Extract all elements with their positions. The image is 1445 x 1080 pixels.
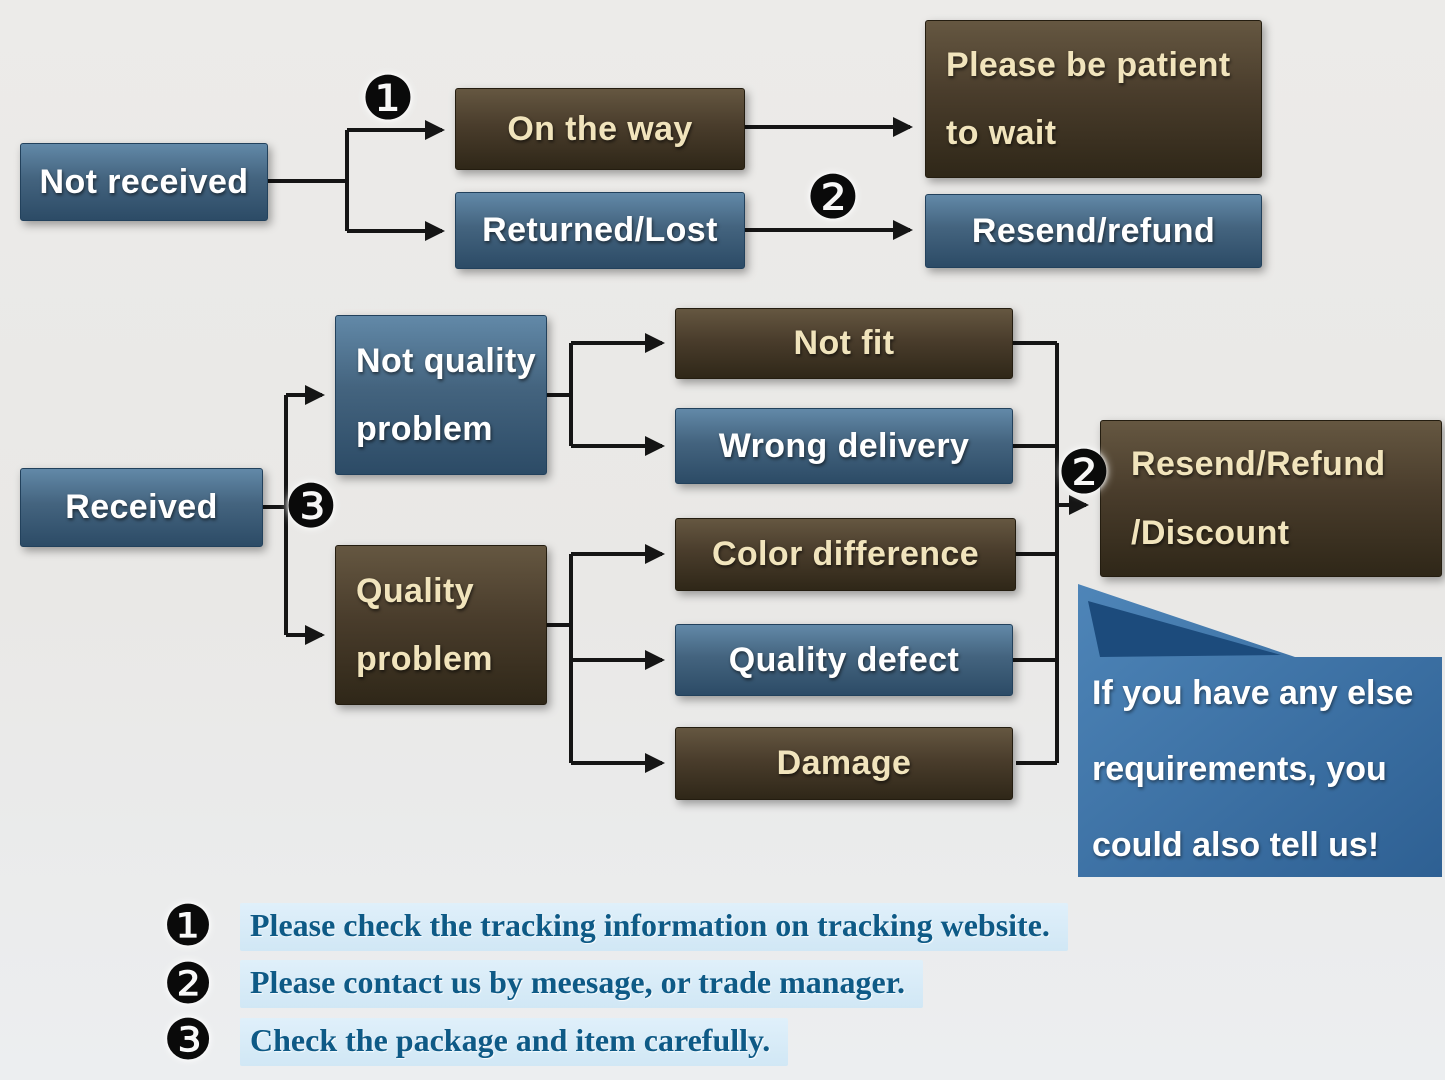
node-not-received: Not received xyxy=(20,143,268,221)
legend2-text: Please contact us by meesage, or trade m… xyxy=(240,960,923,1008)
node-resend-refund: Resend/refund xyxy=(925,194,1262,268)
node-not-quality-problem: Not quality problem xyxy=(335,315,547,475)
bubble-line1: If you have any else xyxy=(1092,674,1414,712)
node-label-line1: Quality xyxy=(356,571,475,610)
node-label-line2: problem xyxy=(356,410,493,448)
step3-marker-icon: ❸ xyxy=(284,472,338,542)
node-quality-problem: Quality problem xyxy=(335,545,547,705)
node-label: On the way xyxy=(507,109,693,148)
node-label: Not fit xyxy=(793,324,895,363)
node-wrong-delivery: Wrong delivery xyxy=(675,408,1013,484)
step2-marker-icon: ❷ xyxy=(806,163,860,233)
node-not-fit: Not fit xyxy=(675,308,1013,379)
node-label: Wrong delivery xyxy=(718,426,970,465)
node-label-line2: /Discount xyxy=(1131,513,1290,552)
legend2-number-icon: ❷ xyxy=(163,952,214,1017)
legend1-number-icon: ❶ xyxy=(163,894,214,959)
node-label-line1: Please be patient xyxy=(946,45,1231,84)
note-bubble-text: If you have any else requirements, you c… xyxy=(1092,655,1440,883)
legend3-number-icon: ❸ xyxy=(163,1008,214,1073)
legend1-text: Please check the tracking information on… xyxy=(240,903,1068,951)
node-label: Damage xyxy=(776,744,912,783)
node-received: Received xyxy=(20,468,263,547)
node-label: Returned/Lost xyxy=(482,211,718,250)
node-label-line2: problem xyxy=(356,640,493,678)
node-label: Quality defect xyxy=(728,640,960,679)
node-label-line1: Resend/Refund xyxy=(1131,445,1386,484)
node-resend-refund-discount: Resend/Refund /Discount xyxy=(1100,420,1442,577)
node-label: Received xyxy=(65,488,218,527)
step2-marker-icon: ❷ xyxy=(1057,438,1111,508)
node-color-difference: Color difference xyxy=(675,518,1016,591)
node-damage: Damage xyxy=(675,727,1013,800)
node-label-line2: to wait xyxy=(946,114,1057,152)
node-label-line1: Not quality xyxy=(356,341,537,380)
step1-marker-icon: ❶ xyxy=(361,64,415,134)
node-please-be-patient: Please be patient to wait xyxy=(925,20,1262,178)
node-returned-lost: Returned/Lost xyxy=(455,192,745,269)
node-quality-defect: Quality defect xyxy=(675,624,1013,696)
node-label: Not received xyxy=(39,162,249,201)
legend3-text: Check the package and item carefully. xyxy=(240,1018,789,1066)
node-on-the-way: On the way xyxy=(455,88,745,170)
node-label: Resend/refund xyxy=(971,211,1216,250)
bubble-line3: could also tell us! xyxy=(1092,826,1380,864)
bubble-line2: requirements, you xyxy=(1092,750,1387,788)
node-label: Color difference xyxy=(711,535,980,574)
